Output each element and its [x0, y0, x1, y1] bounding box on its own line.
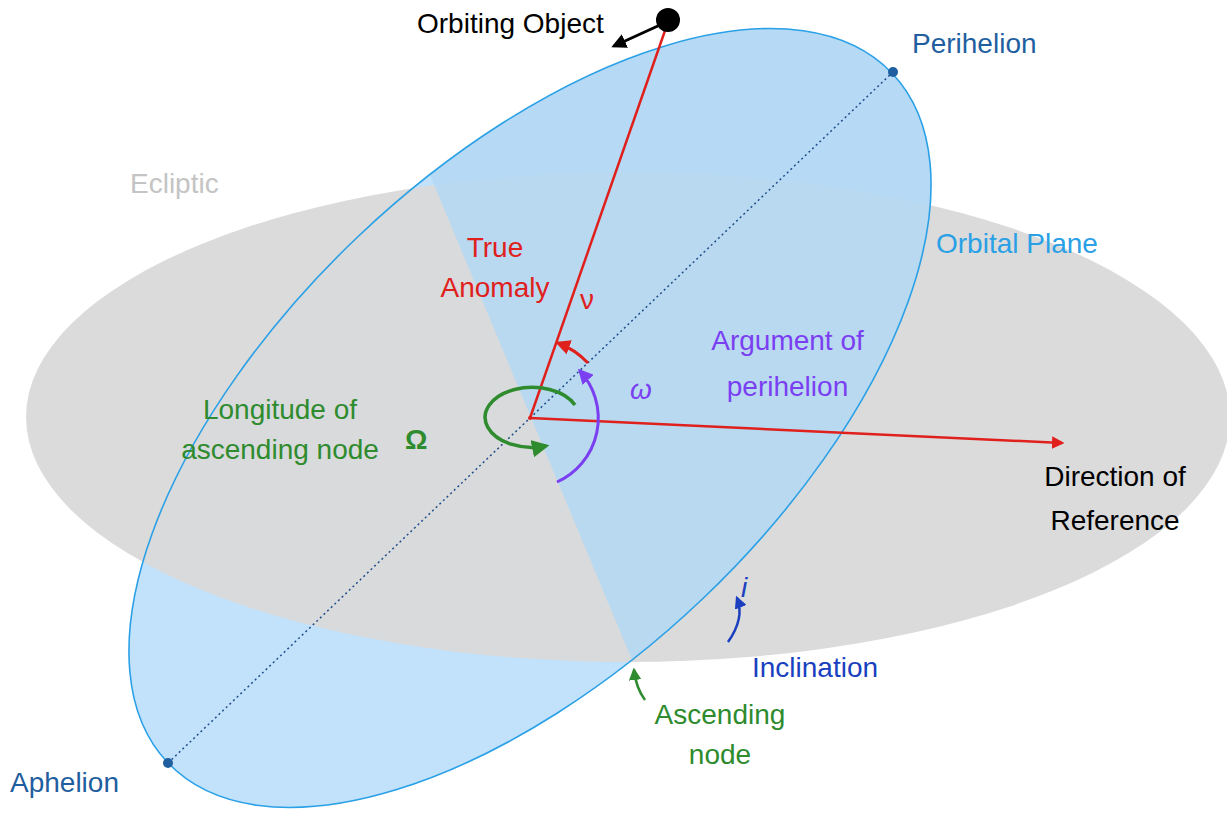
node-label: Ascending node [645, 695, 795, 775]
axis-label: Direction of Reference [1010, 455, 1220, 543]
longitude-arc [485, 387, 575, 447]
apsis-label: Perihelion [912, 26, 1037, 62]
angle-label: Longitude of ascending node [160, 390, 400, 470]
perihelion-dot [888, 67, 898, 77]
object-label: Orbiting Object [417, 6, 604, 42]
angle-label: Argument of perihelion [685, 318, 890, 410]
angle-label: True Anomaly [430, 228, 560, 308]
orbital-plane-front [360, 0, 1227, 815]
true-anomaly-arc [558, 343, 588, 363]
radius-line [530, 22, 668, 418]
node-pointer [634, 670, 645, 700]
plane-label: Ecliptic [130, 166, 219, 202]
orbit-outline [0, 0, 1064, 815]
aphelion-dot [163, 758, 173, 768]
angle-symbol: Ω [405, 422, 427, 458]
plane-label: Orbital Plane [936, 226, 1098, 262]
focus-point [528, 416, 532, 420]
angle-symbol: ν [580, 282, 594, 318]
apsis-label: Aphelion [10, 765, 119, 801]
orbiting-object [656, 8, 680, 32]
reference-arrow [530, 418, 1062, 443]
inclination-arc [728, 598, 740, 642]
velocity-arrow [614, 25, 660, 46]
angle-symbol: ω [630, 372, 652, 408]
angle-symbol: i [741, 570, 747, 606]
angle-label: Inclination [752, 650, 878, 686]
argument-arc [557, 371, 598, 482]
